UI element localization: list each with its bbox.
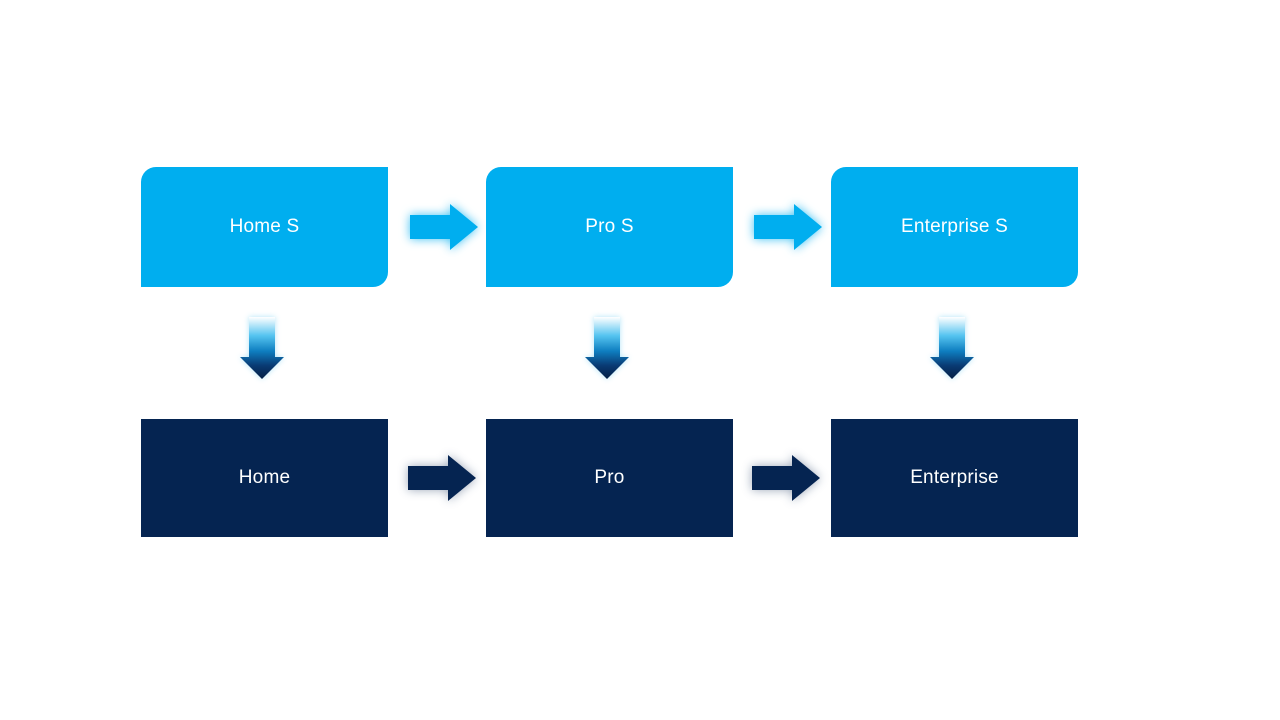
node-home: Home <box>141 419 388 537</box>
down-arrow-icon <box>930 317 974 379</box>
right-arrow-icon <box>752 455 820 501</box>
right-arrow-icon <box>410 204 478 250</box>
down-arrow-icon <box>585 317 629 379</box>
node-home-s-label: Home S <box>229 216 300 237</box>
node-enterprise: Enterprise <box>831 419 1078 537</box>
node-enterprise-s: Enterprise S <box>831 167 1078 287</box>
node-pro-s-label: Pro S <box>585 216 634 237</box>
node-enterprise-label: Enterprise <box>910 467 999 488</box>
down-arrow-icon <box>240 317 284 379</box>
node-pro-label: Pro <box>594 467 625 488</box>
right-arrow-icon <box>754 204 822 250</box>
node-pro: Pro <box>486 419 733 537</box>
right-arrow-icon <box>408 455 476 501</box>
node-home-s: Home S <box>141 167 388 287</box>
node-home-label: Home <box>238 467 291 488</box>
node-enterprise-s-label: Enterprise S <box>901 216 1008 237</box>
node-pro-s: Pro S <box>486 167 733 287</box>
